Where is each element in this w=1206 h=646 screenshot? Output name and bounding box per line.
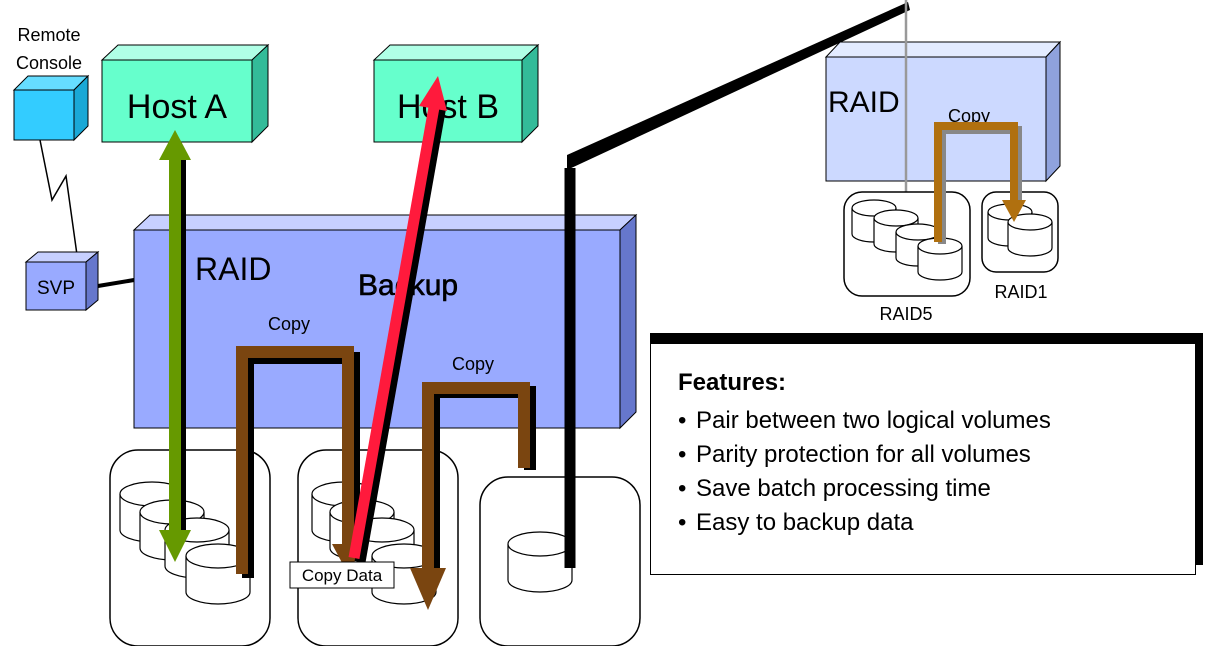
feature-item: Easy to backup data: [678, 506, 1051, 540]
disk-group-3: [480, 477, 640, 646]
remote-console-label-line1: Remote: [17, 25, 80, 45]
host-b-label: Host B: [397, 88, 499, 126]
remote-console: Remote Console: [14, 25, 88, 140]
remote-console-label-line2: Console: [16, 53, 82, 73]
host-a-label: Host A: [127, 88, 227, 126]
features-list: Pair between two logical volumes Parity …: [678, 404, 1051, 540]
svp-box: SVP: [26, 252, 98, 310]
feature-item: Pair between two logical volumes: [678, 404, 1051, 438]
feature-item: Save batch processing time: [678, 472, 1051, 506]
console-link-line: [40, 140, 78, 262]
features-title: Features:: [678, 369, 786, 397]
copy-left-label: Copy: [268, 314, 310, 334]
host-b-box: Host B: [374, 45, 538, 142]
raid-main-label: RAID: [195, 251, 271, 287]
copy-right-label: Copy: [452, 354, 494, 374]
features-box: Features: Pair between two logical volum…: [650, 343, 1196, 575]
host-a-box: Host A: [102, 45, 268, 142]
raid-remote-label: RAID: [828, 86, 900, 119]
raid5-label: RAID5: [879, 304, 932, 324]
raid5-group: RAID5: [844, 192, 970, 324]
raid1-label: RAID1: [994, 282, 1047, 302]
copy-data-label: Copy Data: [302, 566, 383, 585]
svp-label: SVP: [37, 278, 75, 299]
copy-data-tag: Copy Data: [290, 562, 394, 588]
feature-item: Parity protection for all volumes: [678, 438, 1051, 472]
